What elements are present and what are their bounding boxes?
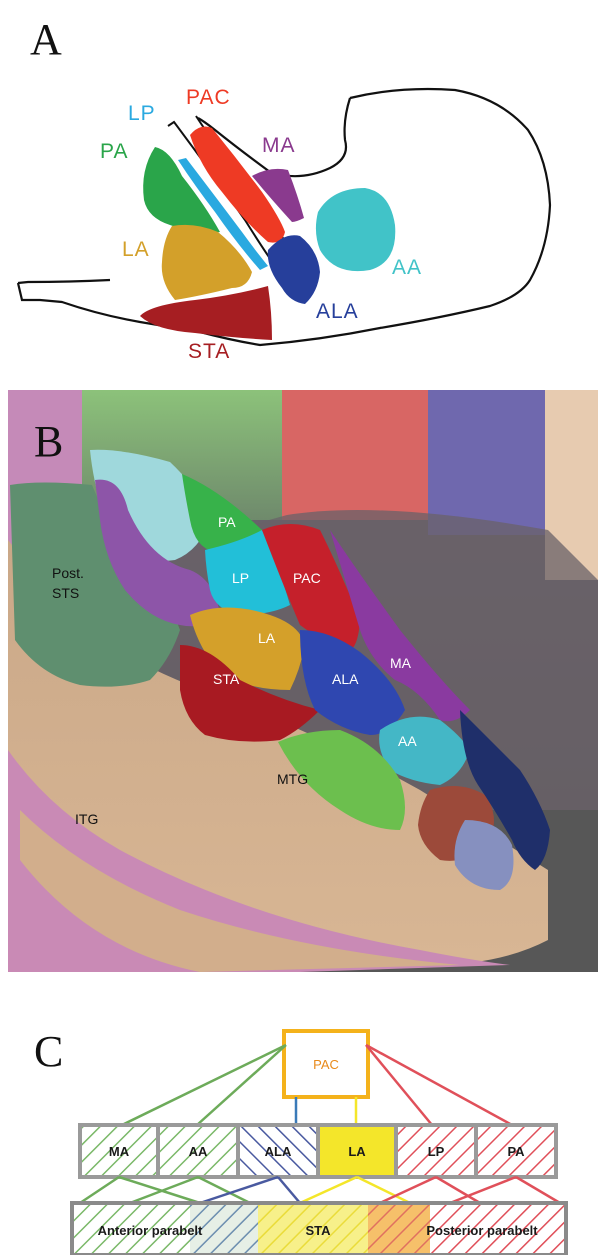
region-aa (379, 716, 470, 785)
region-navy (460, 710, 550, 870)
lateral-line (17, 278, 111, 285)
label-b-la: LA (258, 630, 276, 646)
region-mtg (8, 540, 548, 965)
label-b-pac: PAC (293, 570, 321, 586)
label-c-sta: STA (305, 1223, 331, 1238)
panel-c-letter: C (34, 1027, 64, 1076)
panel-b-letter: B (34, 417, 64, 466)
label-c-ma: MA (109, 1144, 130, 1159)
region-lp (178, 158, 268, 270)
region-pa (143, 147, 220, 234)
label-c-ala: ALA (265, 1144, 292, 1159)
label-b-itg: ITG (75, 811, 98, 827)
region-sta (140, 286, 272, 340)
region-green (278, 730, 405, 830)
band-purple (428, 390, 548, 535)
region-ala (300, 630, 405, 735)
connections-top (121, 1043, 513, 1127)
panel-a-diagram: LP PAC MA PA LA AA ALA STA (16, 86, 552, 363)
label-b-lp: LP (232, 570, 249, 586)
box-pac (282, 1029, 370, 1099)
sylvian-curve (197, 97, 352, 178)
region-lp (205, 530, 290, 615)
label-a-pa: PA (100, 140, 128, 163)
label-b-ma: MA (390, 655, 412, 671)
region-pac (190, 126, 285, 243)
label-a-ala: ALA (316, 300, 359, 323)
label-c-pac: PAC (313, 1057, 339, 1072)
region-aa (315, 188, 396, 272)
label-a-pac: PAC (186, 86, 231, 109)
label-c-anterior-parabelt: Anterior parabelt (98, 1223, 203, 1238)
label-a-sta: STA (188, 340, 230, 363)
region-la (161, 224, 252, 300)
panel-c-hierarchy: PAC MA AA ALA LA LP PA (70, 1029, 568, 1255)
label-b-mtg: MTG (277, 771, 308, 787)
label-c-lp: LP (428, 1144, 445, 1159)
connections-bottom (79, 1175, 561, 1205)
label-b-sts: STS (52, 585, 79, 601)
panel-a-letter: A (30, 15, 62, 64)
region-itg-tan (20, 810, 460, 972)
region-pac (262, 524, 360, 652)
bottom-row (70, 1201, 568, 1255)
label-c-pa: PA (507, 1144, 525, 1159)
label-a-la: LA (122, 238, 150, 261)
region-ala (267, 235, 320, 304)
region-ma (330, 530, 470, 722)
region-ma (252, 168, 304, 222)
label-c-aa: AA (189, 1144, 208, 1159)
band-red (282, 390, 430, 520)
label-b-ala: ALA (332, 671, 359, 687)
brain-outline (16, 87, 552, 347)
region-post-sts (10, 482, 180, 687)
label-a-ma: MA (262, 134, 296, 157)
region-purple-left (95, 479, 220, 627)
region-sta (180, 645, 320, 742)
label-b-sta: STA (213, 671, 240, 687)
panel-b-brain-render: PA LP PAC Post. STS LA MA STA ALA AA MTG… (8, 390, 598, 972)
label-c-posterior-parabelt: Posterior parabelt (426, 1223, 538, 1238)
region-pa (182, 474, 262, 552)
label-a-lp: LP (128, 102, 156, 125)
label-b-post: Post. (52, 565, 84, 581)
label-c-la: LA (348, 1144, 366, 1159)
middle-row (78, 1123, 558, 1179)
label-a-aa: AA (392, 256, 422, 279)
region-lavender (454, 820, 514, 890)
label-b-pa: PA (218, 514, 236, 530)
label-b-aa: AA (398, 733, 417, 749)
